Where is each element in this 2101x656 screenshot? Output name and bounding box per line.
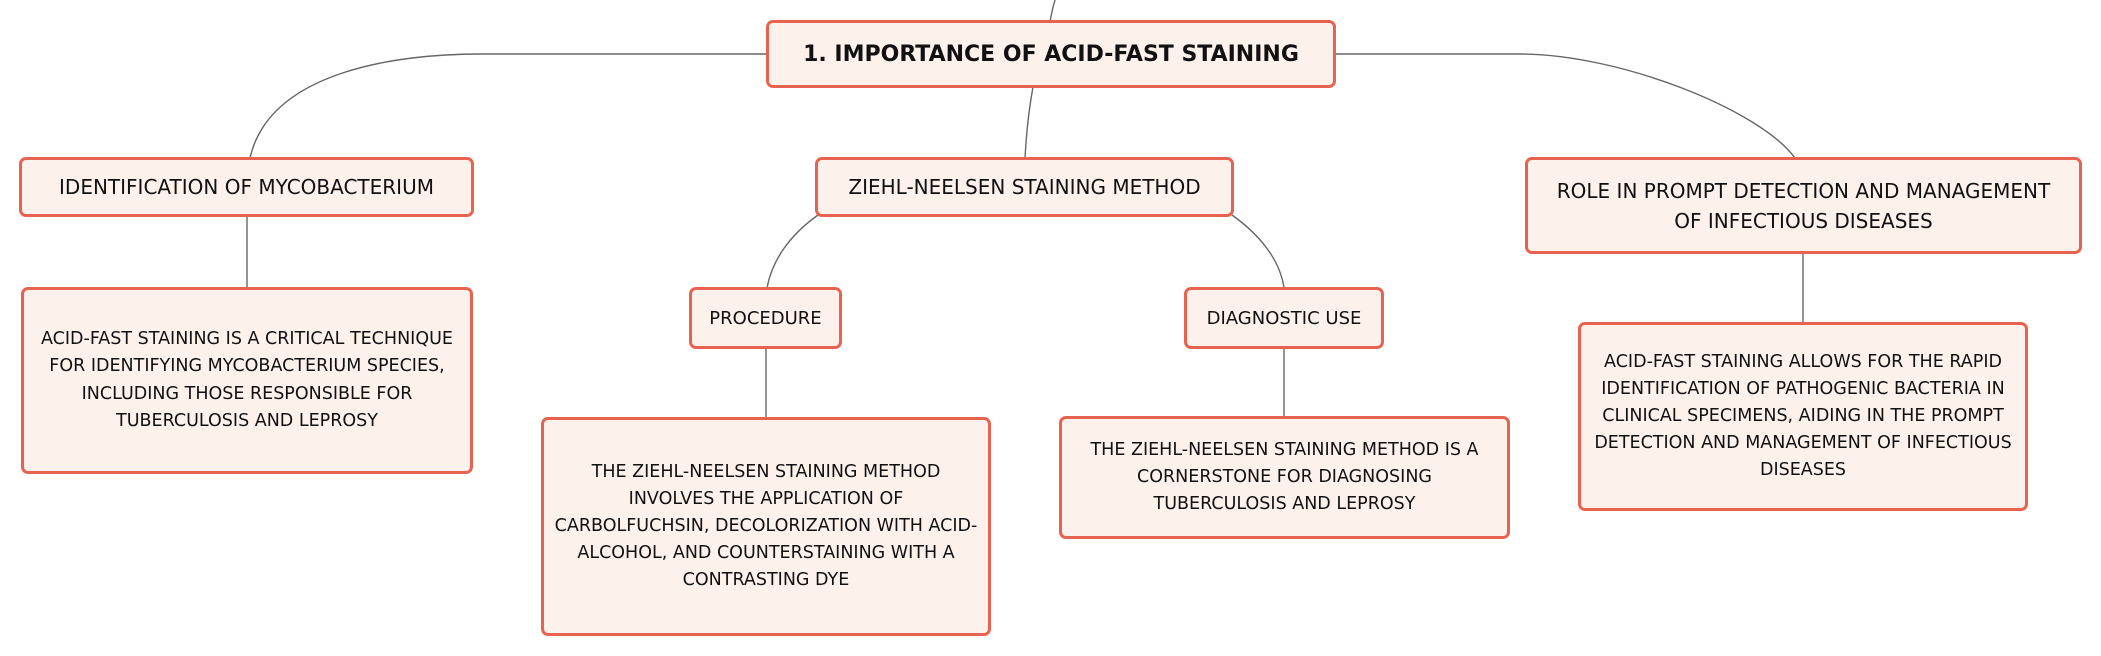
diagnostic-use-label: DIAGNOSTIC USE <box>1206 307 1362 329</box>
procedure-label: PROCEDURE <box>709 307 822 329</box>
root-topic-node[interactable]: 1. IMPORTANCE OF ACID-FAST STAINING <box>766 20 1336 88</box>
connector-root-to-ziehl-neelsen <box>1024 86 1034 159</box>
diagnostic-use-detail-text: THE ZIEHL-NEELSEN STAINING METHOD IS A C… <box>1090 439 1479 515</box>
identification-of-mycobacterium-label: IDENTIFICATION OF MYCOBACTERIUM <box>59 175 434 199</box>
connector-ziehl-neelsen-to-procedure <box>766 214 819 289</box>
diagnostic-use-node[interactable]: DIAGNOSTIC USE <box>1184 287 1384 349</box>
diagnostic-use-detail-node[interactable]: THE ZIEHL-NEELSEN STAINING METHOD IS A C… <box>1059 416 1510 539</box>
connector-root-to-role <box>1336 53 1796 159</box>
identification-of-mycobacterium-detail-text: ACID-FAST STAINING IS A CRITICAL TECHNIQ… <box>41 329 453 431</box>
identification-of-mycobacterium-node[interactable]: IDENTIFICATION OF MYCOBACTERIUM <box>19 157 474 217</box>
identification-of-mycobacterium-detail-node[interactable]: ACID-FAST STAINING IS A CRITICAL TECHNIQ… <box>21 287 473 474</box>
connector-root-to-identification <box>249 53 766 159</box>
procedure-node[interactable]: PROCEDURE <box>689 287 842 349</box>
root-topic-label: 1. IMPORTANCE OF ACID-FAST STAINING <box>803 41 1299 67</box>
role-in-prompt-detection-label: ROLE IN PROMPT DETECTION AND MANAGEMENT … <box>1556 178 2051 233</box>
procedure-detail-node[interactable]: THE ZIEHL-NEELSEN STAINING METHOD INVOLV… <box>541 417 991 636</box>
role-in-prompt-detection-detail-text: ACID-FAST STAINING ALLOWS FOR THE RAPID … <box>1594 351 2012 481</box>
connector-root-to-parent <box>1049 0 1056 23</box>
role-in-prompt-detection-node[interactable]: ROLE IN PROMPT DETECTION AND MANAGEMENT … <box>1525 157 2082 254</box>
ziehl-neelsen-method-label: ZIEHL-NEELSEN STAINING METHOD <box>848 175 1201 199</box>
procedure-detail-text: THE ZIEHL-NEELSEN STAINING METHOD INVOLV… <box>554 461 978 591</box>
role-in-prompt-detection-detail-node[interactable]: ACID-FAST STAINING ALLOWS FOR THE RAPID … <box>1578 322 2028 511</box>
ziehl-neelsen-method-node[interactable]: ZIEHL-NEELSEN STAINING METHOD <box>815 157 1234 217</box>
connector-ziehl-neelsen-to-diagnostic <box>1231 214 1285 289</box>
